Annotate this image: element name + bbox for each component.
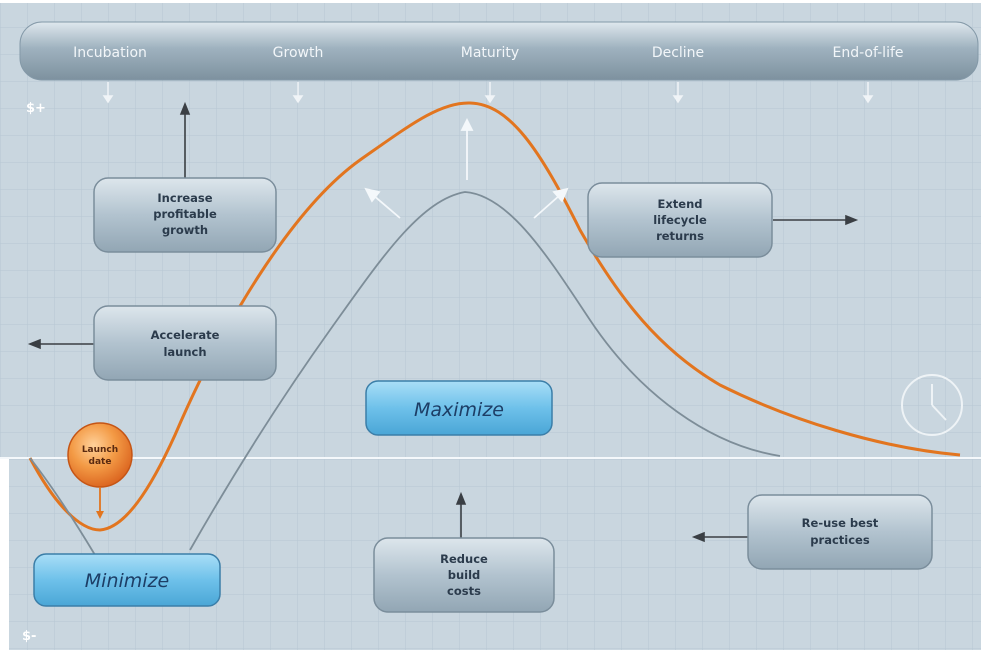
- maximize-box: Maximize: [365, 380, 553, 436]
- phase-bar: [19, 21, 979, 81]
- axis-top-label: $+: [26, 101, 46, 116]
- action-arrows: [27, 101, 859, 543]
- svg-text:Maximize: Maximize: [414, 399, 504, 421]
- svg-text:Launch: Launch: [82, 445, 118, 455]
- svg-text:costs: costs: [447, 584, 481, 598]
- svg-text:Reduce: Reduce: [440, 552, 488, 566]
- launch-date-marker: Launch date: [67, 422, 133, 519]
- svg-text:Extend: Extend: [658, 197, 703, 211]
- reuse-practices-box: Re-use best practices: [747, 494, 933, 570]
- svg-text:Accelerate: Accelerate: [151, 328, 220, 342]
- svg-text:launch: launch: [163, 345, 206, 359]
- phase-maturity: Maturity: [461, 45, 519, 61]
- svg-text:practices: practices: [810, 533, 870, 547]
- gray-cost-curve: [29, 191, 781, 556]
- svg-text:profitable: profitable: [153, 207, 217, 221]
- extend-returns-box: Extend lifecycle returns: [587, 182, 773, 258]
- svg-text:build: build: [448, 568, 481, 582]
- svg-text:returns: returns: [656, 229, 704, 243]
- phase-ticks: [102, 82, 874, 104]
- reduce-costs-box: Reduce build costs: [373, 537, 555, 613]
- phase-end-of-life: End-of-life: [832, 45, 903, 61]
- accelerate-launch-box: Accelerate launch: [93, 305, 277, 381]
- svg-text:Increase: Increase: [157, 191, 212, 205]
- svg-text:growth: growth: [162, 223, 208, 237]
- orange-revenue-curve: [28, 101, 961, 532]
- svg-text:Re-use best: Re-use best: [802, 516, 879, 530]
- axis-bottom-label: $-: [22, 629, 36, 644]
- svg-text:lifecycle: lifecycle: [653, 213, 707, 227]
- phase-growth: Growth: [273, 45, 324, 61]
- clock-icon: [901, 374, 963, 436]
- peak-arrows: [364, 117, 569, 219]
- minimize-box: Minimize: [33, 553, 221, 607]
- edge-notch: [0, 458, 9, 650]
- phase-decline: Decline: [652, 45, 704, 61]
- svg-text:Minimize: Minimize: [85, 570, 169, 592]
- phase-incubation: Incubation: [73, 45, 147, 61]
- increase-growth-box: Increase profitable growth: [93, 177, 277, 253]
- svg-text:date: date: [89, 457, 112, 467]
